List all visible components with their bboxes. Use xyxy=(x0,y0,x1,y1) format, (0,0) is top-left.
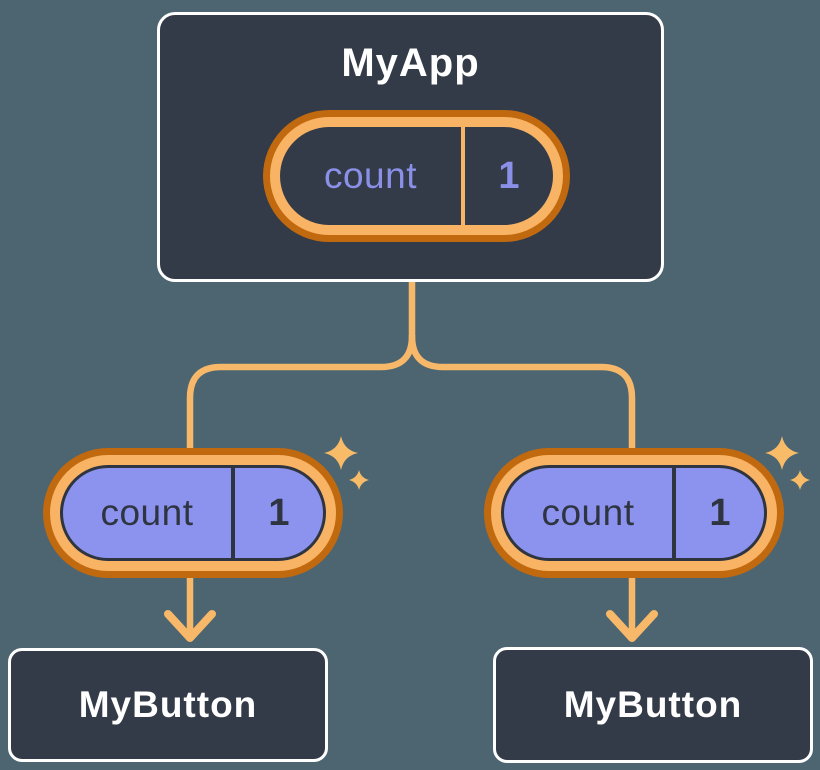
sparkle-icon xyxy=(349,470,369,490)
connector-root-to-left-child xyxy=(186,276,416,456)
state-pill-divider xyxy=(461,127,465,225)
state-value: 1 xyxy=(498,154,520,197)
state-value: 1 xyxy=(709,491,731,534)
state-pill-ring: count 1 xyxy=(50,455,336,571)
component-label: MyButton xyxy=(563,684,743,725)
component-node-mybutton-left: MyButton xyxy=(8,648,328,762)
state-pill-root: count 1 xyxy=(263,110,570,242)
state-pill-ring: count 1 xyxy=(491,455,777,571)
sparkle-icon xyxy=(324,436,358,470)
state-value: 1 xyxy=(268,491,290,534)
state-pill-left-child: count 1 xyxy=(43,448,343,578)
state-name: count xyxy=(100,492,194,533)
component-label: MyButton xyxy=(78,684,258,725)
state-name: count xyxy=(541,492,635,533)
state-pill-right-child: count 1 xyxy=(484,448,784,578)
connector-root-to-right-child xyxy=(408,332,636,456)
component-node-mybutton-right: MyButton xyxy=(493,647,813,763)
state-name: count xyxy=(323,155,417,196)
arrow-head-icon xyxy=(606,610,658,642)
sparkle-icon xyxy=(765,436,799,470)
state-pill-divider xyxy=(672,468,676,558)
component-label: MyApp xyxy=(341,41,480,85)
sparkle-icon xyxy=(790,470,810,490)
arrow-head-icon xyxy=(164,610,216,642)
state-pill-ring: count 1 xyxy=(270,117,563,235)
state-pill-divider xyxy=(231,468,235,558)
